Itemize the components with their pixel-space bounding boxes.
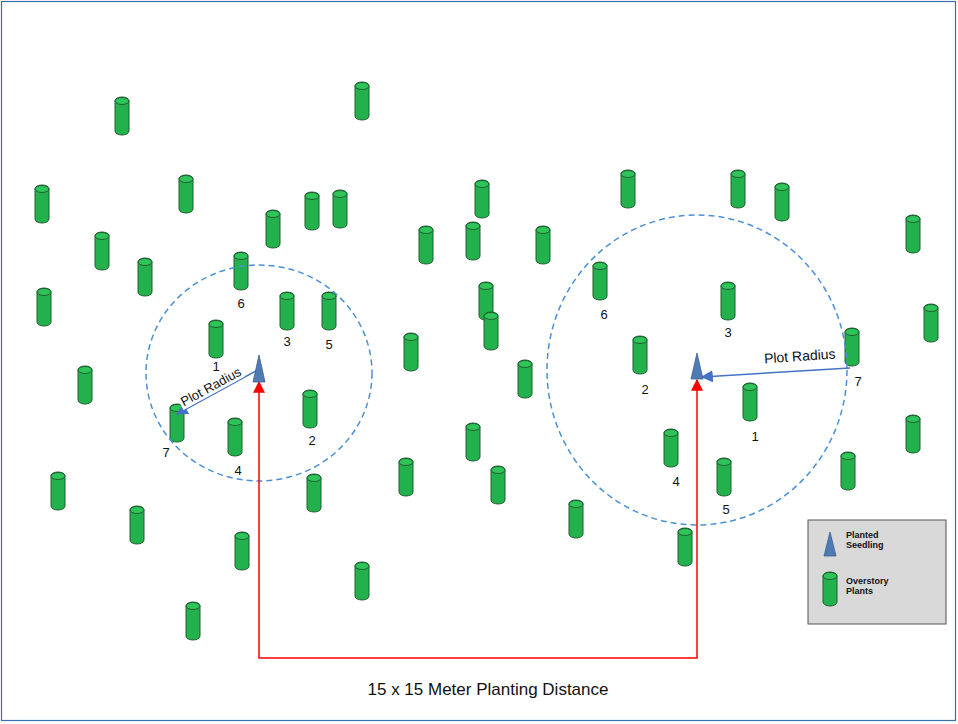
overstory-plant (717, 458, 731, 496)
overstory-plant (355, 82, 369, 120)
overstory-plant (235, 532, 249, 570)
overstory-plant (322, 292, 336, 330)
overstory-plant (633, 336, 647, 374)
overstory-plant (466, 423, 480, 461)
overstory-plant (484, 312, 498, 350)
overstory-plant (280, 292, 294, 330)
overstory-plant (845, 328, 859, 366)
callout-number: 7 (854, 375, 861, 389)
radius-arrow (702, 368, 850, 377)
callout-number: 4 (234, 464, 241, 478)
overstory-plant (138, 258, 152, 296)
callout-number: 2 (308, 434, 315, 448)
overstory-plant (115, 97, 129, 135)
callout-number: 5 (325, 338, 332, 352)
overstory-plant (266, 210, 280, 248)
callout-number: 7 (162, 446, 169, 460)
overstory-plant (664, 429, 678, 467)
overstory-plant (228, 418, 242, 456)
overstory-plant (234, 252, 248, 290)
seedling-symbol (691, 353, 703, 379)
overstory-plant (179, 175, 193, 213)
overstory-plant (906, 415, 920, 453)
overstory-plant (186, 602, 200, 640)
callout-number: 2 (641, 383, 648, 397)
seedling-symbol (253, 355, 265, 382)
overstory-plant (518, 360, 532, 398)
overstory-plant (924, 304, 938, 342)
callout-number: 3 (283, 335, 290, 349)
legend-plant-symbol (823, 572, 837, 606)
overstory-plant (35, 185, 49, 223)
overstory-plants (35, 82, 938, 640)
overstory-plant (678, 528, 692, 566)
overstory-plant (355, 562, 369, 600)
overstory-plant (333, 190, 347, 228)
overstory-plant (841, 452, 855, 490)
callout-number: 4 (672, 475, 679, 489)
overstory-plant (209, 320, 223, 358)
overstory-plant (721, 282, 735, 320)
callout-number: 5 (722, 503, 729, 517)
distance-bracket (259, 380, 697, 658)
overstory-plant (170, 404, 184, 442)
overstory-plant (303, 390, 317, 428)
callout-number: 3 (724, 326, 731, 340)
callout-number: 1 (212, 360, 219, 374)
overstory-plant (731, 170, 745, 208)
overstory-plant (419, 226, 433, 264)
overstory-plant (536, 226, 550, 264)
callout-number: 1 (751, 430, 758, 444)
overstory-plant (491, 466, 505, 504)
overstory-plant (466, 222, 480, 260)
overstory-plant (775, 183, 789, 221)
overstory-plant (37, 288, 51, 326)
overstory-plant (130, 506, 144, 544)
overstory-plant (404, 333, 418, 371)
overstory-plant (78, 366, 92, 404)
overstory-plant (743, 383, 757, 421)
legend-entry: Planted Seedling (846, 530, 908, 551)
legend-box (808, 520, 946, 624)
overstory-plant (51, 472, 65, 510)
caption-text: 15 x 15 Meter Planting Distance (368, 681, 609, 700)
overstory-plant (95, 232, 109, 270)
callout-number: 6 (600, 308, 607, 322)
overstory-plant (399, 458, 413, 496)
overstory-plant (906, 215, 920, 253)
legend-entry: Overstory Plants (846, 576, 908, 597)
overstory-plant (475, 180, 489, 218)
overstory-plant (621, 170, 635, 208)
overstory-plant (305, 192, 319, 230)
overstory-plant (593, 262, 607, 300)
overstory-plant (307, 474, 321, 512)
legend-seedling-symbol (824, 532, 836, 556)
overstory-plant (569, 500, 583, 538)
callout-number: 6 (237, 297, 244, 311)
